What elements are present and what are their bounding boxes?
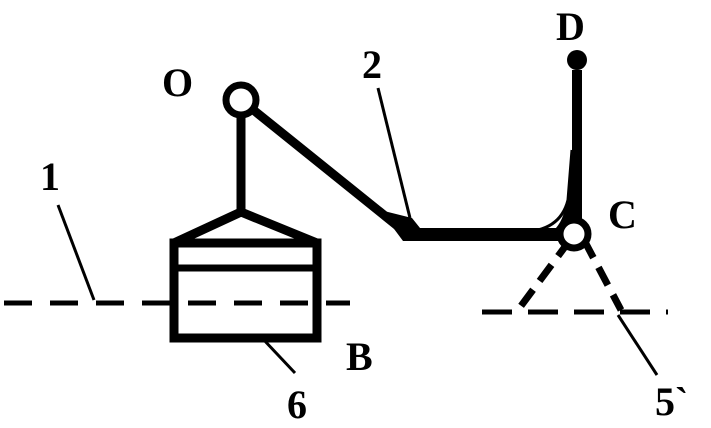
label-5: 5` xyxy=(655,379,688,424)
label-D: D xyxy=(556,4,585,49)
leader-line-5 xyxy=(616,314,659,376)
support-leg-left xyxy=(515,237,573,313)
label-O: O xyxy=(162,60,193,105)
leader-line-2 xyxy=(376,87,412,219)
lever-wedge xyxy=(380,210,560,241)
label-6: 6 xyxy=(287,382,307,427)
pivot-C-icon xyxy=(556,216,592,252)
label-B: B xyxy=(346,334,373,379)
leader-line-6 xyxy=(260,336,297,375)
weight-body xyxy=(169,238,322,343)
lever-arm xyxy=(236,95,405,233)
lever-curve-inner xyxy=(420,149,574,234)
support-leg-right xyxy=(580,238,625,312)
label-2: 2 xyxy=(362,42,382,87)
tip-D-icon xyxy=(567,50,587,70)
label-C: C xyxy=(608,192,637,237)
leader-line-1 xyxy=(56,204,96,301)
label-1: 1 xyxy=(40,154,60,199)
pivot-O-icon xyxy=(222,81,260,119)
weight-roof xyxy=(172,207,319,248)
